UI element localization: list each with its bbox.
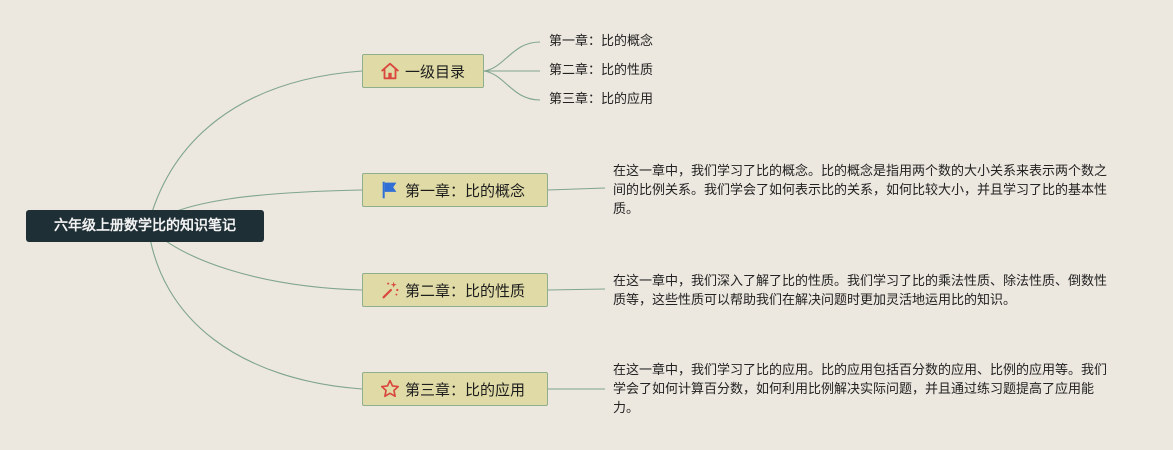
root-topic-label: 六年级上册数学比的知识笔记 (54, 218, 236, 234)
toc-item-chapter-2[interactable]: 第二章：比的性质 (549, 63, 654, 78)
root-topic[interactable]: 六年级上册数学比的知识笔记 (26, 210, 264, 242)
connector-toc-to-sub-1 (483, 41, 541, 72)
connector-toc-to-sub-3 (483, 70, 541, 101)
star-icon (379, 378, 401, 400)
chapter-2-description: 在这一章中，我们深入了解了比的性质。我们学习了比的乘法性质、除法性质、倒数性质等… (613, 274, 1108, 308)
branch-chapter-2-label: 第二章：比的性质 (405, 281, 526, 300)
branch-chapter-2[interactable]: 第二章：比的性质 (362, 273, 548, 307)
connector-chapter-2-to-desc (547, 288, 606, 291)
connector-root-to-toc (147, 70, 363, 227)
branch-chapter-1[interactable]: 第一章：比的概念 (362, 173, 548, 207)
connector-root-to-chapter-3 (147, 225, 363, 390)
branch-chapter-1-label: 第一章：比的概念 (405, 181, 526, 200)
chapter-1-description: 在这一章中，我们学习了比的概念。比的概念是指用两个数的大小关系来表示两个数之间的… (613, 164, 1108, 217)
chapter-3-description: 在这一章中，我们学习了比的应用。比的应用包括百分数的应用、比例的应用等。我们学会… (613, 363, 1108, 416)
sparkle-wand-icon (379, 279, 401, 301)
branch-chapter-3[interactable]: 第三章：比的应用 (362, 372, 548, 406)
flag-icon (379, 179, 401, 201)
branch-toc-label: 一级目录 (405, 62, 466, 81)
branch-toc[interactable]: 一级目录 (362, 54, 484, 88)
toc-item-chapter-1[interactable]: 第一章：比的概念 (549, 34, 654, 49)
connector-chapter-1-to-desc (547, 187, 606, 191)
home-icon (379, 60, 401, 82)
branch-chapter-3-label: 第三章：比的应用 (405, 380, 526, 399)
toc-item-chapter-3[interactable]: 第三章：比的应用 (549, 92, 654, 107)
